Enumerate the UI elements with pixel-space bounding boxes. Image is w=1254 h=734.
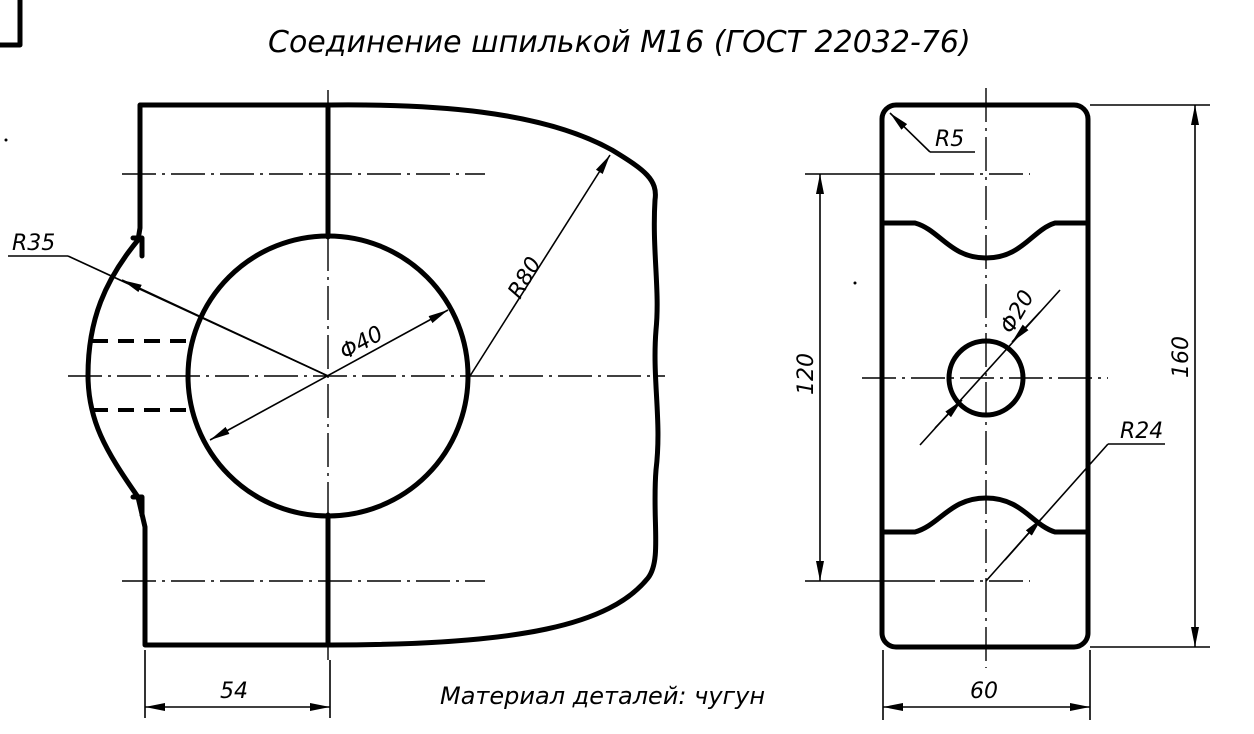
front-notch-bottom <box>130 494 145 518</box>
r5-dim-line <box>889 112 931 153</box>
r80-dim-line <box>469 154 611 377</box>
speck <box>4 138 8 142</box>
r5-label: R5 <box>935 127 964 152</box>
dim54-label: 54 <box>220 679 248 704</box>
front-notch-top <box>130 235 145 259</box>
dim160-label: 160 <box>1169 336 1194 378</box>
material-note: Материал деталей: чугун <box>440 682 765 710</box>
r24-arrow <box>1004 517 1043 561</box>
d20-arrow-b <box>1011 311 1041 343</box>
d20-label: Φ20 <box>996 286 1040 338</box>
front-view-outline <box>85 102 661 648</box>
r35-arrow-line <box>121 279 329 377</box>
d40-label: Φ40 <box>336 321 388 365</box>
r80-label: R80 <box>504 253 547 303</box>
side-view-outline <box>879 102 1091 650</box>
d40-dim-line <box>209 309 449 441</box>
side-view: R5 Φ20 R24 120 160 60 <box>794 88 1210 720</box>
dim60-label: 60 <box>970 679 998 704</box>
drawing-title: Соединение шпилькой M16 (ГОСТ 22032-76) <box>268 25 971 60</box>
frame-corner <box>0 0 23 48</box>
dim120-label: 120 <box>794 353 819 395</box>
r24-label: R24 <box>1120 419 1163 444</box>
d20-arrow-a <box>934 399 963 429</box>
r35-label: R35 <box>12 231 55 256</box>
front-view: R35 R80 Φ40 54 <box>8 90 665 718</box>
speck <box>853 281 857 285</box>
